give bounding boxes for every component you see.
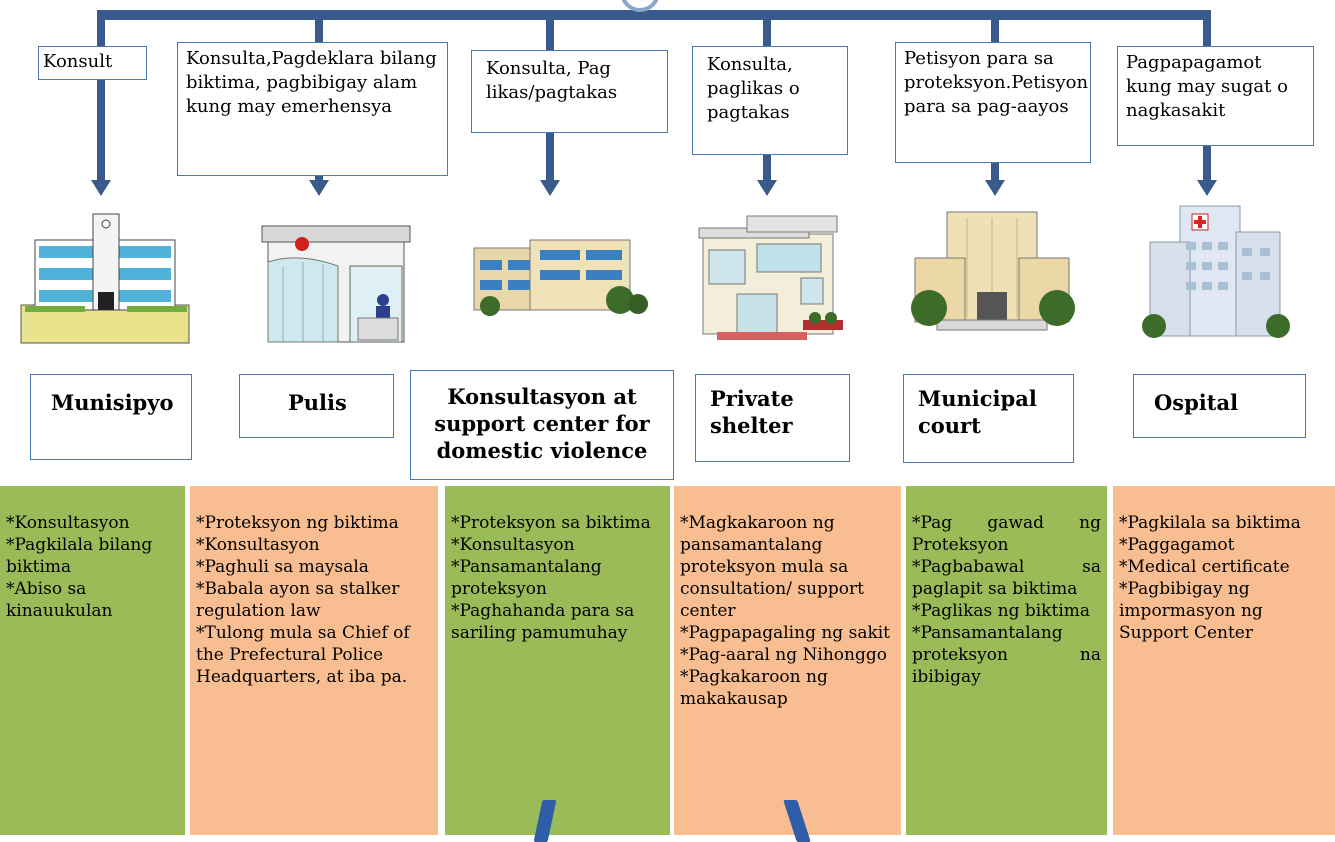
top-connector-bar <box>97 10 1207 20</box>
top-text-munisipyo: Konsult <box>43 51 113 72</box>
items-text-pulis: *Proteksyon ng biktima *Konsultasyon *Pa… <box>196 513 410 687</box>
arrowhead-support-center <box>540 180 560 196</box>
top-box-support-center: Konsulta, Pag likas/pagtakas <box>471 50 668 133</box>
name-box-support-center: Konsultasyon at support center for domes… <box>410 370 674 480</box>
name-pulis: Pulis <box>288 390 347 415</box>
items-pulis: *Proteksyon ng biktima *Konsultasyon *Pa… <box>190 486 438 835</box>
top-box-shelter: Konsulta, paglikas o pagtakas <box>692 46 848 155</box>
top-text-court: Petisyon para sa proteksyon.Petisyon par… <box>904 48 1089 117</box>
building-shelter-icon <box>698 215 843 340</box>
name-munisipyo: Munisipyo <box>51 390 174 415</box>
building-ospital-icon <box>1142 205 1290 338</box>
arrowhead-pulis <box>309 180 329 196</box>
top-text-support-center: Konsulta, Pag likas/pagtakas <box>486 58 618 103</box>
items-text-shelter: *Magkakaroon ng pansamantalang proteksyo… <box>680 513 891 709</box>
name-box-munisipyo: Munisipyo <box>30 374 192 460</box>
building-support-center-icon <box>473 239 648 316</box>
building-munisipyo-icon <box>20 213 190 344</box>
name-box-shelter: Private shelter <box>695 374 850 462</box>
name-support-center: Konsultasyon at support center for domes… <box>434 384 650 463</box>
items-ospital: *Pagkilala sa biktima *Paggagamot *Medic… <box>1113 486 1335 835</box>
items-text-ospital: *Pagkilala sa biktima *Paggagamot *Medic… <box>1119 513 1301 643</box>
connector-munisipyo <box>97 10 105 182</box>
top-box-ospital: Pagpapagamot kung may sugat o nagkasakit <box>1117 46 1314 146</box>
top-box-munisipyo: Konsult <box>38 46 147 80</box>
items-support-center: *Proteksyon sa biktima *Konsultasyon *Pa… <box>445 486 670 835</box>
arrowhead-court <box>985 180 1005 196</box>
name-box-pulis: Pulis <box>239 374 394 438</box>
arrowhead-ospital <box>1197 180 1217 196</box>
top-text-pulis: Konsulta,Pagdeklara bilang biktima, pagb… <box>186 48 437 117</box>
items-court: *Pag gawad ng Proteksyon *Pagbabawal sa … <box>906 486 1107 835</box>
arrowhead-munisipyo <box>91 180 111 196</box>
name-court: Municipal court <box>918 386 1037 438</box>
items-text-court: *Pag gawad ng Proteksyon *Pagbabawal sa … <box>912 513 1101 687</box>
name-shelter: Private shelter <box>710 386 794 438</box>
items-munisipyo: *Konsultasyon *Pagkilala bilang biktima … <box>0 486 185 835</box>
items-text-munisipyo: *Konsultasyon *Pagkilala bilang biktima … <box>6 513 153 621</box>
items-shelter: *Magkakaroon ng pansamantalang proteksyo… <box>674 486 901 835</box>
top-text-ospital: Pagpapagamot kung may sugat o nagkasakit <box>1126 52 1288 121</box>
name-box-court: Municipal court <box>903 374 1074 463</box>
building-court-icon <box>911 211 1075 331</box>
building-pulis-icon <box>261 225 411 343</box>
arrowhead-shelter <box>757 180 777 196</box>
name-box-ospital: Ospital <box>1133 374 1306 438</box>
name-ospital: Ospital <box>1154 390 1239 415</box>
items-text-support-center: *Proteksyon sa biktima *Konsultasyon *Pa… <box>451 513 651 643</box>
top-text-shelter: Konsulta, paglikas o pagtakas <box>707 54 800 123</box>
top-box-pulis: Konsulta,Pagdeklara bilang biktima, pagb… <box>177 42 448 176</box>
top-box-court: Petisyon para sa proteksyon.Petisyon par… <box>895 42 1091 163</box>
